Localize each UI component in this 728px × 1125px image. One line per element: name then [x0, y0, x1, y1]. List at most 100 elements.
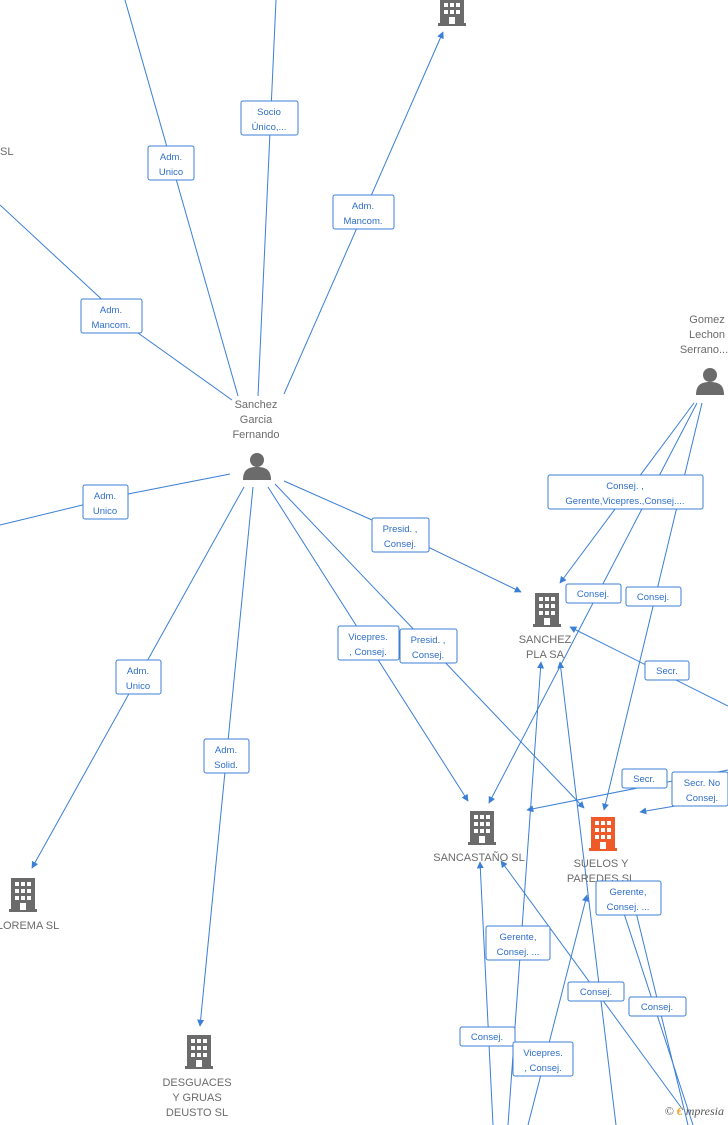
edge-label-adm-mancom-left[interactable]: Adm. Mancom.: [80, 298, 143, 334]
edge-label-text: , Consej.: [349, 647, 387, 658]
node-label-line: Fernando: [232, 429, 279, 441]
node-label-line: Gomez: [689, 314, 724, 326]
node-label-line: DESGUACES: [162, 1077, 231, 1089]
edge-label-text: Consej.: [580, 987, 612, 998]
edge-label-adm-solid[interactable]: Adm. Solid.: [203, 738, 250, 774]
company-node-suelos-paredes[interactable]: SUELOS Y PAREDES SL: [567, 817, 635, 885]
company-node-sancastano[interactable]: SANCASTAÑO SL: [433, 811, 525, 864]
edge-line: [557, 661, 617, 1125]
edge-label-text: Adm.: [215, 745, 237, 756]
edge-label-text: Socio: [257, 107, 281, 118]
edge-label-text: Consej. ,: [606, 481, 644, 492]
edge-label-text: Unico: [126, 681, 150, 692]
node-label-line: LOREMA SL: [0, 920, 59, 932]
edge-label-text: Mancom.: [343, 216, 382, 227]
edge-label-text: Secr.: [633, 774, 655, 785]
edge-label-socio-unico[interactable]: Socio Único,...: [240, 100, 299, 136]
brand-watermark: © €mpresia: [665, 1104, 724, 1119]
node-label-line: SANCHEZ: [519, 634, 572, 646]
edge-label-text: Solid.: [214, 760, 238, 771]
edge-label-text: Consej. ...: [497, 947, 540, 958]
company-node-desguaces[interactable]: DESGUACES Y GRUAS DEUSTO SL: [162, 1035, 232, 1119]
node-label-line: DEUSTO SL: [166, 1107, 228, 1119]
edge-label-text: , Consej.: [524, 1063, 562, 1074]
copyright-icon: ©: [664, 1104, 674, 1118]
company-node-top[interactable]: [438, 0, 466, 26]
edge-label-text: Consej.: [641, 1002, 673, 1013]
company-node-sanchez-pla[interactable]: SANCHEZ PLA SA: [519, 593, 572, 661]
edge-label-adm-mancom-top[interactable]: Adm. Mancom.: [332, 194, 395, 230]
edge-label-consej-c[interactable]: Consej.: [567, 981, 625, 1002]
node-label-line: Sanchez: [235, 399, 278, 411]
edge-label-text: Consej.: [412, 650, 444, 661]
edge-label-text: Vicepres.: [523, 1048, 562, 1059]
brand-logo-e: €: [676, 1104, 683, 1118]
building-icon: [9, 878, 37, 912]
edge-label-text: Adm.: [94, 491, 116, 502]
edge-label-gerente-consej-a[interactable]: Gerente, Consej. ...: [595, 880, 662, 916]
node-label-partial: SL: [0, 146, 13, 158]
edge-label-gerente-consej-b[interactable]: Gerente, Consej. ...: [485, 925, 551, 961]
edge-label-presid-consej-2[interactable]: Presid. , Consej.: [399, 628, 458, 664]
edge-label-adm-unico-left[interactable]: Adm. Unico: [82, 484, 129, 520]
edge-label-text: Gerente,: [500, 932, 537, 943]
building-icon: [438, 0, 466, 26]
edge-label-consej-gerente[interactable]: Consej. , Gerente,Vicepres.,Consej....: [547, 474, 704, 510]
edge-label-text: Consej.: [471, 1032, 503, 1043]
node-label-line: Serrano...: [680, 344, 728, 356]
edge-label-text: Unico: [93, 506, 117, 517]
building-icon: [185, 1035, 213, 1069]
edge-label-text: Adm.: [160, 152, 182, 163]
company-node-lorema[interactable]: LOREMA SL: [0, 878, 59, 932]
edge-label-text: Gerente,Vicepres.,Consej....: [565, 496, 684, 507]
edge-label-text: Único,...: [252, 122, 287, 133]
edge-label-secr-a[interactable]: Secr.: [644, 660, 690, 681]
node-label-line: PLA SA: [526, 649, 565, 661]
node-label-line: Garcia: [240, 414, 273, 426]
person-node-gomez-lechon[interactable]: Gomez Lechon Serrano...: [680, 314, 728, 395]
node-label-line: SANCASTAÑO SL: [433, 851, 525, 864]
edge-line: [527, 894, 589, 1125]
edge-label-text: Consej. ...: [607, 902, 650, 913]
node-label-line: SUELOS Y: [574, 858, 629, 870]
edge-label-text: Secr.: [656, 666, 678, 677]
edge-labels: Socio Único,... Adm. Unico Adm. Mancom. …: [80, 100, 728, 1077]
building-icon: [589, 817, 617, 851]
edge-label-text: Vicepres.: [348, 632, 387, 643]
edge-label-text: Adm.: [127, 666, 149, 677]
edge-label-text: Adm.: [100, 305, 122, 316]
edge-label-adm-unico-top[interactable]: Adm. Unico: [147, 145, 195, 181]
edge-label-consej-b[interactable]: Consej.: [625, 586, 682, 607]
person-node-sanchez-garcia[interactable]: Sanchez Garcia Fernando: [232, 399, 280, 480]
edge-label-consej-e[interactable]: Consej.: [459, 1026, 516, 1047]
edge-line: [124, 0, 239, 397]
brand-name: mpresia: [685, 1104, 724, 1118]
edge-label-text: Consej.: [637, 592, 669, 603]
building-icon: [468, 811, 496, 845]
person-icon: [243, 453, 271, 480]
edge-label-consej-a[interactable]: Consej.: [565, 583, 622, 604]
edge-label-adm-unico-lorema[interactable]: Adm. Unico: [115, 659, 162, 695]
edge-label-text: Consej.: [686, 793, 718, 804]
edge-label-text: Gerente,: [610, 887, 647, 898]
edge-label-text: Presid. ,: [411, 635, 446, 646]
edge-label-text: Secr. No: [684, 778, 720, 789]
edge-label-text: Unico: [159, 167, 183, 178]
node-label-line: Lechon: [689, 329, 725, 341]
edge-label-text: Adm.: [352, 201, 374, 212]
edge-label-presid-consej-1[interactable]: Presid. , Consej.: [371, 517, 430, 553]
edge-line: [476, 861, 494, 1125]
edge-label-vicepres-consej-1[interactable]: Vicepres. , Consej.: [337, 625, 400, 661]
person-icon: [696, 368, 724, 395]
edge-label-secr-no-consej[interactable]: Secr. No Consej.: [671, 771, 728, 807]
edge-label-vicepres-consej-2[interactable]: Vicepres. , Consej.: [512, 1041, 574, 1077]
edge-label-consej-d[interactable]: Consej.: [628, 996, 687, 1017]
edge-label-secr-b[interactable]: Secr.: [621, 768, 668, 789]
building-icon: [533, 593, 561, 627]
edge-line: [257, 0, 277, 397]
node-label-line: Y GRUAS: [172, 1092, 221, 1104]
edge-label-text: Presid. ,: [383, 524, 418, 535]
